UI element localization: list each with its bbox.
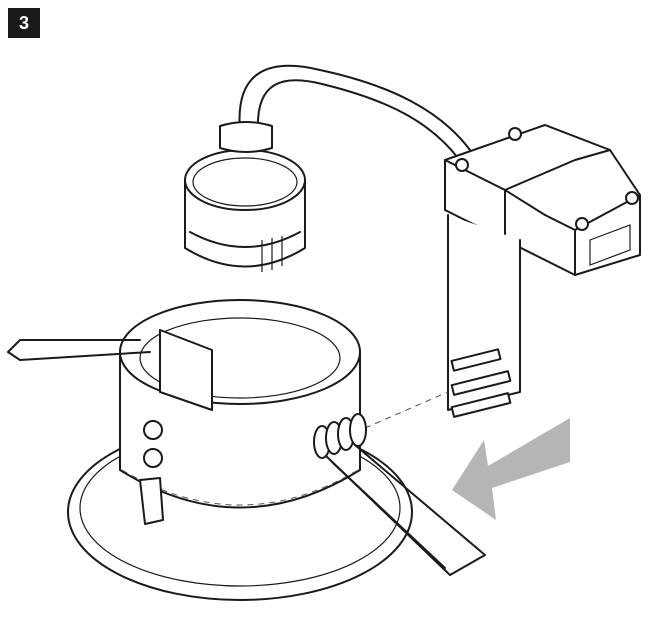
step-number: 3 [18, 12, 29, 33]
alignment-guide [364, 391, 449, 429]
lamp-holder [184, 121, 306, 272]
spring-clip-right [313, 413, 486, 576]
spring-clip-left [7, 339, 151, 361]
arrow-left-down-icon [452, 418, 570, 520]
junction-box [444, 124, 641, 276]
downlight-housing [67, 299, 413, 601]
step-number-badge: 3 [8, 8, 40, 38]
power-cable [238, 64, 471, 159]
mounting-bracket [447, 214, 521, 418]
